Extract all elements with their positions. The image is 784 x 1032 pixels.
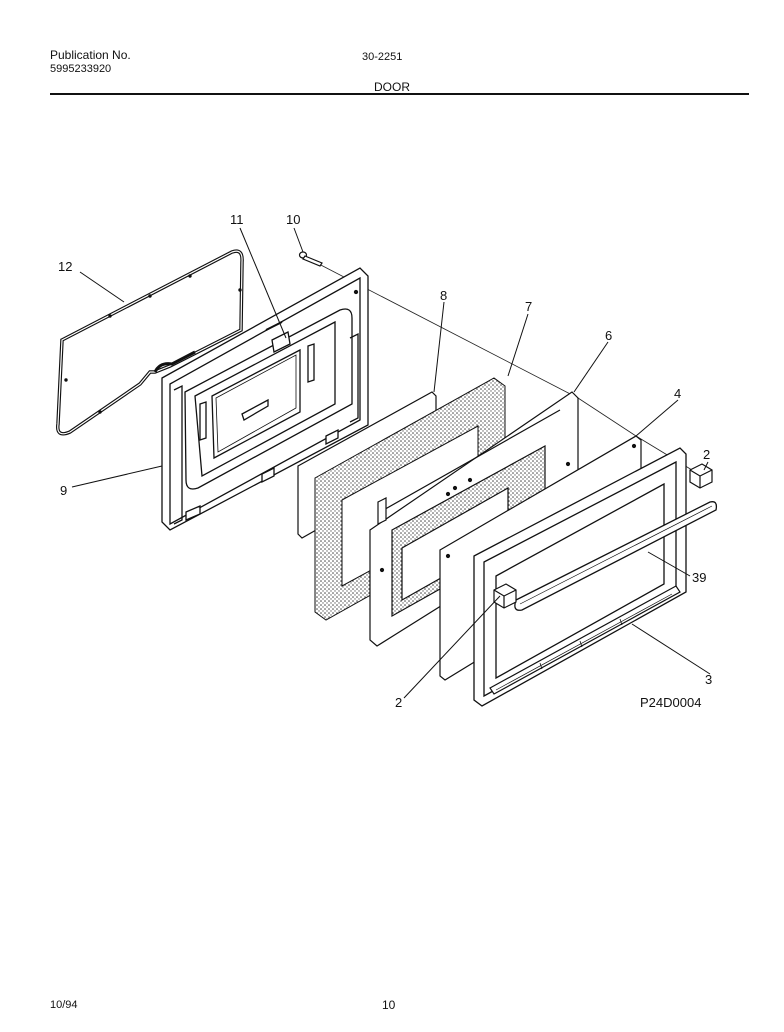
door-handle xyxy=(514,501,718,611)
vent-trim-strip xyxy=(489,585,681,695)
callout-2-top: 2 xyxy=(703,447,710,462)
publication-number: 5995233920 xyxy=(50,63,112,75)
handle-bracket-left xyxy=(493,583,517,609)
callout-39: 39 xyxy=(692,570,706,585)
callout-6: 6 xyxy=(605,328,612,343)
publication-label: Publication No. xyxy=(50,48,131,62)
callout-3: 3 xyxy=(705,672,712,687)
callout-8: 8 xyxy=(440,288,447,303)
page-number: 10 xyxy=(382,998,396,1012)
callout-9: 9 xyxy=(60,483,67,498)
header-rule xyxy=(50,93,749,95)
footer-date: 10/94 xyxy=(50,999,78,1011)
callout-11: 11 xyxy=(230,212,244,227)
handle-bracket-right xyxy=(689,463,713,489)
model-number: 30-2251 xyxy=(362,51,403,63)
figure-id: P24D0004 xyxy=(640,695,701,710)
section-title: DOOR xyxy=(374,80,410,94)
callout-leaders xyxy=(71,227,711,699)
callout-2-bottom: 2 xyxy=(395,695,402,710)
callout-7: 7 xyxy=(525,299,532,314)
callout-12: 12 xyxy=(58,259,72,274)
inner-door-liner xyxy=(161,267,369,531)
door-screw xyxy=(298,251,323,267)
door-gasket xyxy=(56,249,244,436)
callout-4: 4 xyxy=(674,386,681,401)
callout-10: 10 xyxy=(286,212,300,227)
